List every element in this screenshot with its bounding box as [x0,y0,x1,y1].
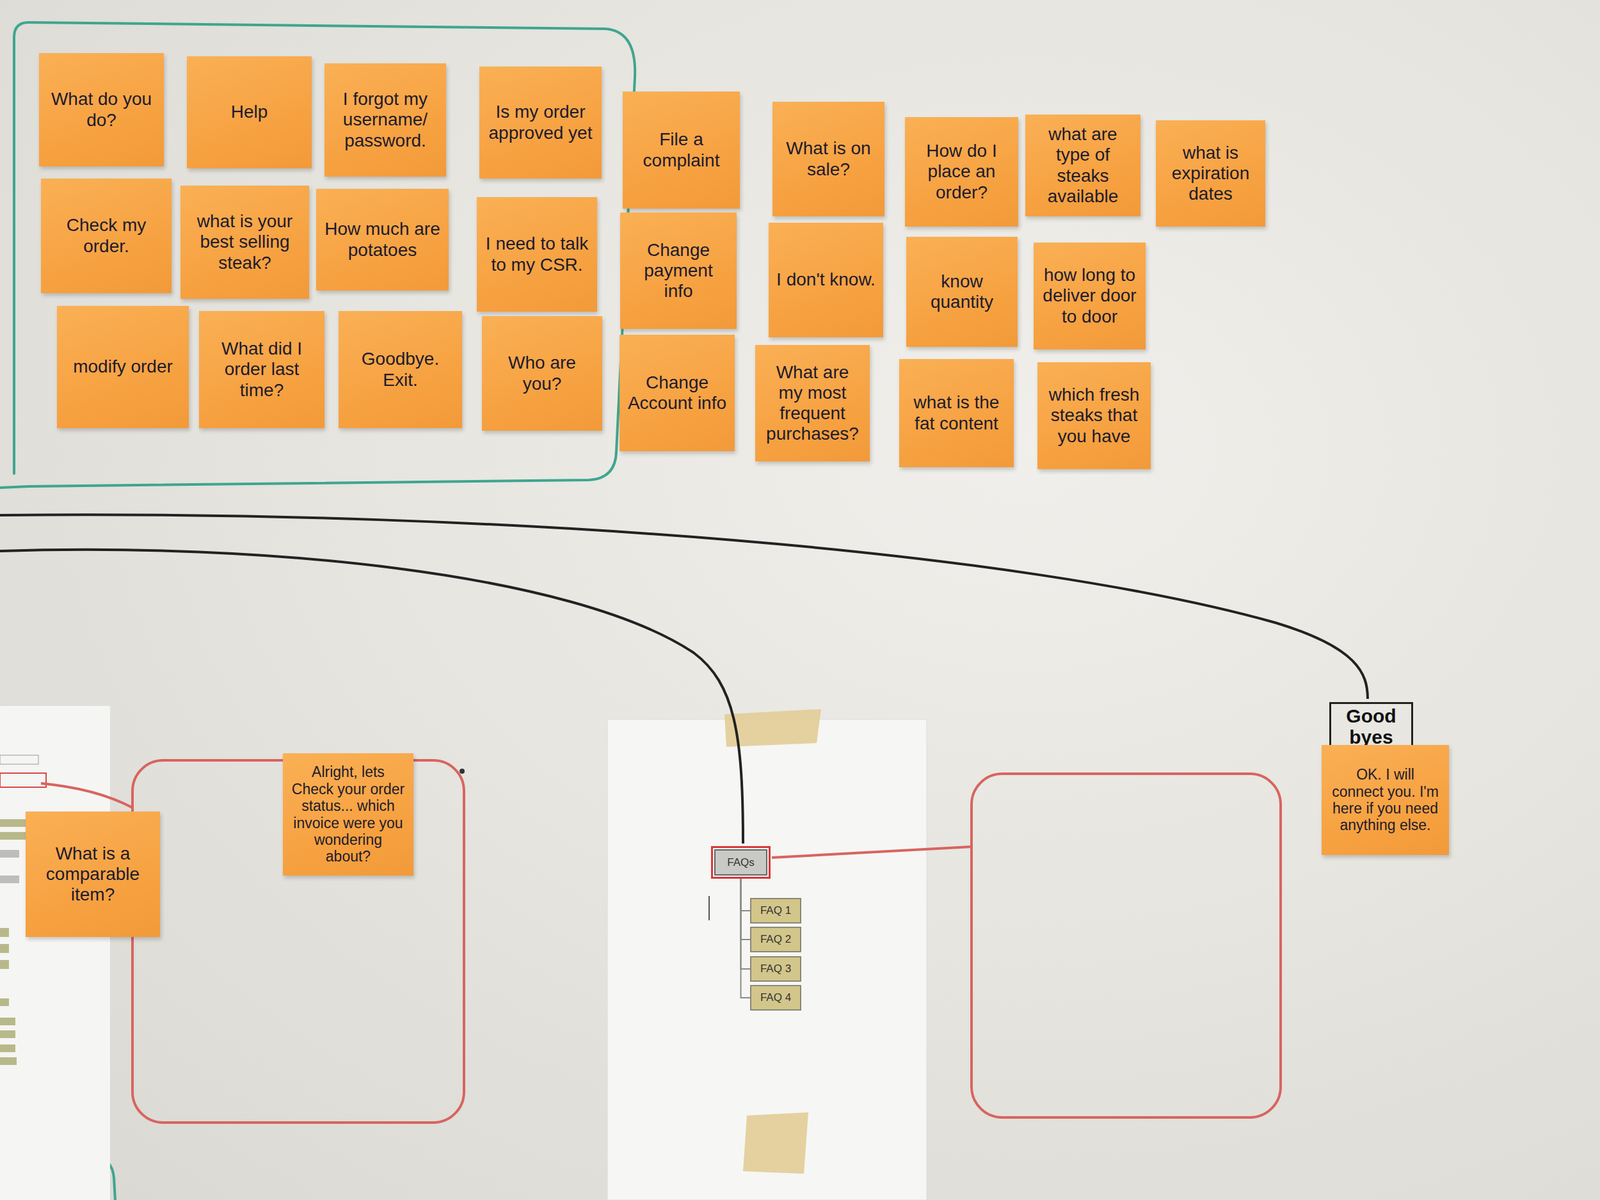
node-text: Help [194,101,304,123]
sticky-note: how long to deliver door to door [1033,242,1146,350]
paper-mark [0,849,20,858]
node-text: what are type of steaks available [1032,124,1133,207]
flow-line [40,783,133,808]
node-text: know quantity [913,271,1010,313]
node-text: which fresh steaks that you have [1045,384,1144,447]
node-text: What are my most frequent purchases? [762,362,863,445]
pen-mark [708,896,710,921]
node-text: File a complaint [630,129,733,171]
node-text: FAQ 3 [755,962,797,976]
sticky-note: What is a comparable item? [25,811,160,937]
sticky-note: Who are you? [481,316,603,431]
sticky-note: What did I order last time? [199,311,325,429]
sticky-note: Change payment info [620,212,737,329]
sticky-note: What are my most frequent purchases? [755,344,870,462]
tree-connector [741,878,751,969]
label-box: Good byes [1329,702,1414,751]
flow-region [971,773,1281,1118]
sticky-note: Goodbye. Exit. [338,311,463,429]
node-text: Is my order approved yet [487,101,594,143]
node-text: modify order [64,356,182,377]
node-text: Check my order. [48,215,164,256]
sticky-note: OK. I will connect you. I'm here if you … [1321,744,1449,856]
faq-box: FAQ 1 [750,897,802,924]
sticky-note: modify order [56,305,189,429]
pen-mark [459,768,465,774]
paper-mark [0,998,9,1007]
sticky-note: How much are potatoes [316,188,449,291]
node-text: I need to talk to my CSR. [484,233,590,275]
node-text: Alright, lets Check your order status...… [290,763,406,866]
paper-mark [0,832,29,840]
masking-tape [743,1112,809,1174]
sticky-note: I need to talk to my CSR. [476,197,598,312]
sticky-note: know quantity [906,236,1018,347]
node-text: Good byes [1337,705,1405,748]
sticky-note: What do you do? [39,53,164,167]
tree-connector [741,878,751,998]
node-text: FAQs [719,856,763,870]
node-text: FAQ 2 [755,933,797,946]
paper-mark [0,773,47,788]
sticky-note: what is your best selling steak? [180,185,310,299]
paper-mark [0,755,39,765]
node-text: Goodbye. Exit. [346,348,455,390]
sticky-note: How do I place an order? [904,117,1019,227]
sticky-note: what are type of steaks available [1025,114,1141,217]
paper-mark [0,1044,16,1053]
node-text: Change Account info [627,372,728,414]
marker-line [0,514,1368,699]
node-text: what is your best selling steak? [188,211,302,274]
sticky-note: Alright, lets Check your order status...… [282,753,414,876]
paper-sheet [0,705,111,1200]
sticky-note: I don't know. [768,222,884,338]
sticky-note: what is expiration dates [1155,120,1266,227]
flow-region [132,760,464,1123]
paper-mark [0,960,9,969]
sticky-note: File a complaint [622,91,740,209]
faq-box: FAQ 3 [750,956,802,982]
sticky-note: Check my order. [40,178,172,294]
sticky-note: what is the fat content [899,359,1014,468]
sticky-note: I forgot my username/ password. [324,63,447,177]
node-text: I forgot my username/ password. [332,88,439,152]
node-text: OK. I will connect you. I'm here if you … [1329,766,1442,834]
faq-box: FAQs [714,849,768,876]
node-text: Change payment info [627,240,729,303]
node-text: FAQ 4 [755,991,797,1005]
paper-mark [0,1017,16,1026]
node-text: What is on sale? [780,138,877,180]
node-text: What do you do? [46,88,157,130]
sticky-note: Is my order approved yet [479,66,602,179]
tree-connector [741,878,751,940]
sticky-note: What is on sale? [772,101,885,217]
node-text: How do I place an order? [912,140,1011,203]
node-text: How much are potatoes [323,218,441,260]
tree-connector [741,878,751,911]
node-text: how long to deliver door to door [1041,264,1138,328]
node-text: what is expiration dates [1163,142,1258,205]
group-outline [0,22,635,488]
flow-line [771,846,972,858]
node-text: What did I order last time? [206,338,317,401]
node-text: Who are you? [489,352,595,394]
node-text: what is the fat content [906,392,1007,434]
paper-mark [0,928,9,937]
paper-mark [0,875,20,884]
node-text: I don't know. [776,269,876,290]
faq-box: FAQ 4 [750,984,802,1011]
paper-mark [0,1057,17,1065]
sticky-note: Change Account info [619,334,735,452]
paper-mark [0,819,29,827]
paper-sheet [607,719,927,1200]
paper-mark [0,944,9,953]
faq-box: FAQ 2 [750,926,802,953]
sticky-note: which fresh steaks that you have [1037,362,1151,470]
paper-mark [0,1030,16,1039]
sticky-note: Help [186,56,312,169]
node-text: FAQ 1 [755,904,797,918]
node-text: What is a comparable item? [33,843,153,906]
